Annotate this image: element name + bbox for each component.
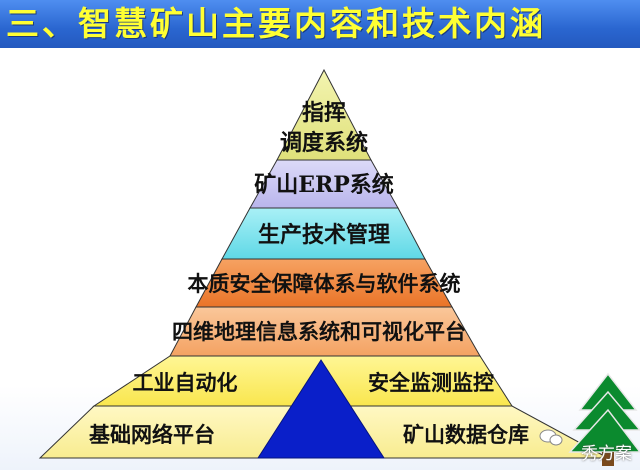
watermark: 秀方案	[581, 444, 632, 464]
wechat-icon	[539, 429, 563, 446]
label-command-line2: 调度系统	[279, 130, 368, 156]
label-monitoring: 安全监测监控	[368, 370, 494, 395]
label-automation: 工业自动化	[132, 370, 238, 395]
label-erp: 矿山ERP系统	[254, 172, 394, 198]
label-network: 基础网络平台	[89, 422, 215, 447]
label-warehouse: 矿山数据仓库	[403, 422, 529, 447]
tree-icon	[568, 372, 640, 466]
label-gis: 四维地理信息系统和可视化平台	[172, 319, 466, 344]
page-title: 三、智慧矿山主要内容和技术内涵	[6, 4, 546, 43]
title-bar	[0, 0, 640, 48]
label-safety-system: 本质安全保障体系与软件系统	[187, 271, 461, 296]
center-triangle	[257, 359, 385, 459]
label-command-line1: 指挥	[301, 100, 346, 126]
label-production: 生产技术管理	[257, 222, 390, 248]
